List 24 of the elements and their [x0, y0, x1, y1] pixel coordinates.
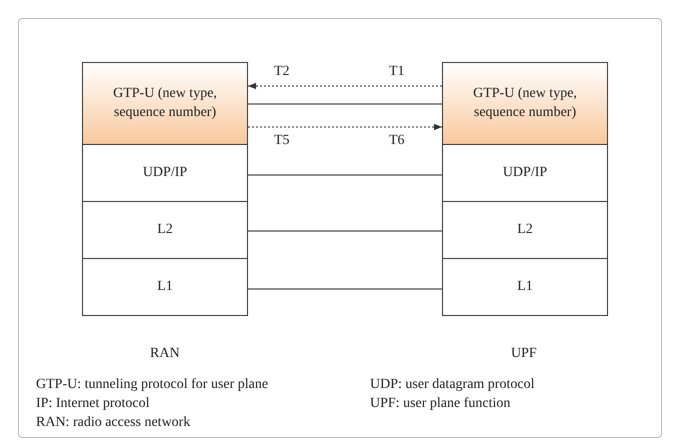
stack-label: UPF — [511, 346, 537, 362]
definition-text: UPF: user plane function — [370, 396, 510, 412]
connector-line — [248, 230, 442, 232]
protocol-layer-box: L2 — [82, 202, 248, 259]
connector-line — [248, 288, 442, 290]
definition-text: UDP: user datagram protocol — [370, 377, 534, 393]
protocol-layer-box: GTP-U (new type, sequence number) — [82, 62, 248, 145]
timestamp-label: T1 — [389, 64, 405, 80]
definition-text: IP: Internet protocol — [36, 396, 150, 412]
protocol-layer-box: L1 — [442, 259, 608, 316]
protocol-layer-box: L1 — [82, 259, 248, 316]
connector-line — [248, 174, 442, 176]
protocol-layer-box: L2 — [442, 202, 608, 259]
arrow — [248, 82, 442, 90]
protocol-layer-box: GTP-U (new type, sequence number) — [442, 62, 608, 145]
protocol-layer-box: UDP/IP — [82, 145, 248, 202]
timestamp-label: T5 — [274, 133, 290, 149]
stack-label: RAN — [150, 346, 180, 362]
definition-text: GTP-U: tunneling protocol for user plane — [36, 377, 268, 393]
timestamp-label: T2 — [274, 64, 290, 80]
protocol-layer-box: UDP/IP — [442, 145, 608, 202]
definition-text: RAN: radio access network — [36, 415, 190, 431]
arrow — [248, 124, 442, 130]
timestamp-label: T6 — [389, 133, 405, 149]
